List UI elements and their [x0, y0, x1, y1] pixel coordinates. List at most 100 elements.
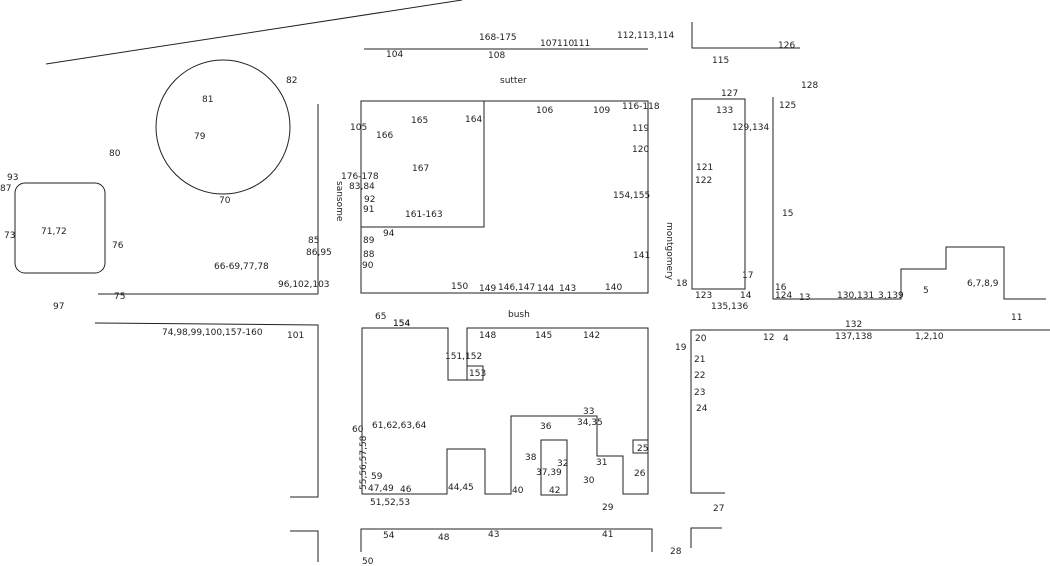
map-linework	[14, 0, 1050, 562]
parcel-label: 132	[845, 320, 862, 330]
parcel-label: 106	[536, 106, 553, 116]
parcel-label: 116-118	[622, 102, 660, 112]
parcel-label: 168-175	[479, 33, 517, 43]
parcel-label: 59	[371, 472, 383, 482]
parcel-label: 23	[694, 388, 705, 398]
parcel-label: 71,72	[41, 227, 67, 237]
parcel-label: 40	[512, 486, 524, 496]
parcel-label: 37,39	[536, 468, 562, 478]
parcel-label: 129,134	[732, 123, 769, 133]
parcel-label: 149	[479, 284, 496, 294]
parcel-label: 36	[540, 422, 552, 432]
parcel-label: 146,147	[498, 283, 535, 293]
parcel-label: 88	[363, 250, 375, 260]
parcel-label: 110	[557, 39, 574, 49]
parcel-label: 109	[593, 106, 610, 116]
parcel-label: 61,62,63,64	[372, 421, 427, 431]
parcel-label: 112,113,114	[617, 31, 675, 41]
parcel-label: 83,84	[349, 182, 375, 192]
parcel-label: 80	[109, 149, 121, 159]
parcel-label: 119	[632, 124, 649, 134]
parcel-label: 46	[400, 485, 412, 495]
parcel-label: 21	[694, 355, 705, 365]
parcel-label: 33	[583, 407, 594, 417]
parcel-label: 3,139	[878, 291, 904, 301]
parcel-label: 111	[573, 39, 590, 49]
street-label-sutter: sutter	[500, 76, 527, 86]
parcel-label: 145	[535, 331, 552, 341]
parcel-label: 143	[559, 284, 576, 294]
parcel-label: 18	[676, 279, 688, 289]
parcel-label: 79	[194, 132, 206, 142]
parcel-label: 133	[716, 106, 733, 116]
parcel-label: 29	[602, 503, 614, 513]
parcel-label: 165	[411, 116, 428, 126]
parcel-label: 135,136	[711, 302, 748, 312]
parcel-label: 44,45	[448, 483, 474, 493]
parcel-label: 75	[114, 292, 125, 302]
parcel-label: 16	[775, 283, 787, 293]
parcel-label: 28	[670, 547, 682, 557]
parcel-label: 26	[634, 469, 646, 479]
parcel-label: 154	[393, 319, 410, 329]
parcel-label: 85	[308, 236, 319, 246]
parcel-label: 41	[602, 530, 613, 540]
parcel-label: 154,155	[613, 191, 650, 201]
parcel-label: 144	[537, 284, 554, 294]
parcel-label: 43	[488, 530, 499, 540]
parcel-label: 115	[712, 56, 729, 66]
parcel-label: 38	[525, 453, 537, 463]
parcel-label: 12	[763, 333, 774, 343]
street-label-bush: bush	[508, 310, 530, 320]
parcel-label: 60	[352, 425, 364, 435]
parcel-label: 121	[696, 163, 713, 173]
parcel-label: 123	[695, 291, 712, 301]
parcel-label: 32	[557, 459, 568, 469]
parcel-label: 166	[376, 131, 393, 141]
parcel-label: 82	[286, 76, 297, 86]
street-label-montgomery: montgomery	[664, 222, 674, 281]
parcel-label: 101	[287, 331, 304, 341]
parcel-label: 54	[383, 531, 395, 541]
parcel-label: 65	[375, 312, 386, 322]
parcel-label: 104	[386, 50, 403, 60]
parcel-label: 93	[7, 173, 18, 183]
parcel-label: 5	[923, 286, 929, 296]
parcel-label: 24	[696, 404, 708, 414]
parcel-label: 89	[363, 236, 375, 246]
parcel-label: 137,138	[835, 332, 872, 342]
parcel-label: 154	[393, 319, 410, 329]
parcel-label: 20	[695, 334, 707, 344]
parcel-label: 87	[0, 184, 11, 194]
parcel-label: 161-163	[405, 210, 443, 220]
parcel-label: 4	[783, 334, 789, 344]
parcel-label: 22	[694, 371, 705, 381]
parcel-label: 128	[801, 81, 818, 91]
parcel-label: 48	[438, 533, 450, 543]
parcel-label: 92	[364, 195, 375, 205]
parcel-label: 76	[112, 241, 124, 251]
parcel-label: 13	[799, 293, 810, 303]
parcel-label: 96,102,103	[278, 280, 330, 290]
parcel-label: 81	[202, 95, 213, 105]
parcel-label: 47,49	[368, 484, 394, 494]
parcel-label: 50	[362, 557, 374, 566]
parcel-label: 19	[675, 343, 687, 353]
parcel-label: 108	[488, 51, 505, 61]
parcel-label: 148	[479, 331, 496, 341]
parcel-label: 1,2,10	[915, 332, 944, 342]
parcel-label: 74,98,99,100,157-160	[162, 328, 263, 338]
parcel-label: 141	[633, 251, 650, 261]
parcel-label: 167	[412, 164, 429, 174]
parcel-label: 125	[779, 101, 796, 111]
parcel-label: 51,52,53	[370, 498, 410, 508]
parcel-label: 130,131	[837, 291, 874, 301]
parcel-label: 127	[721, 89, 738, 99]
parcel-label: 105	[350, 123, 367, 133]
parcel-label: 90	[362, 261, 374, 271]
parcel-label: 140	[605, 283, 622, 293]
parcel-label: 126	[778, 41, 795, 51]
parcel-label: 70	[219, 196, 231, 206]
parcel-label: 66-69,77,78	[214, 262, 269, 272]
